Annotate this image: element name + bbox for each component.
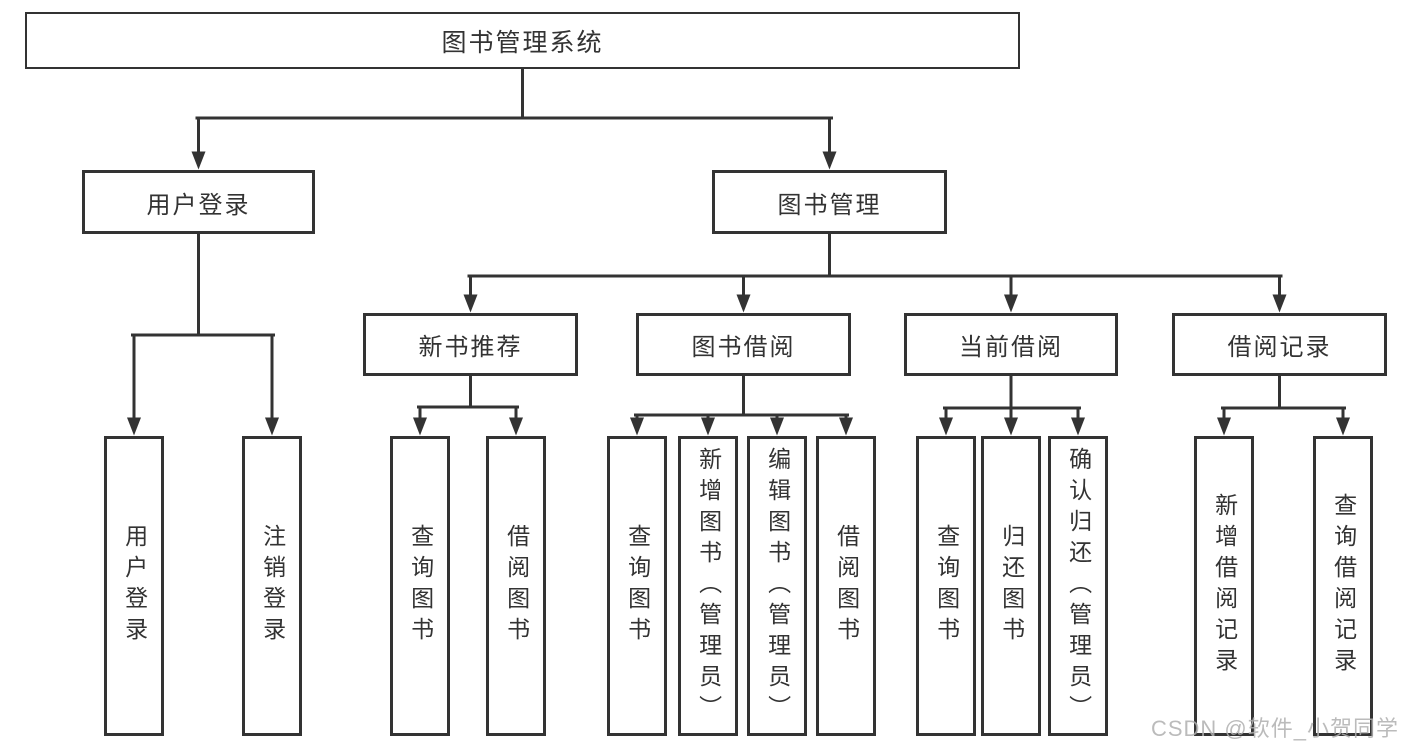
- leaf-edit-book-admin: 编辑图书（管理员）: [747, 436, 807, 736]
- watermark: CSDN @软件_小贺同学: [1150, 716, 1399, 741]
- node-label: 新书推荐: [418, 334, 523, 361]
- leaf-label: 新增图书（管理员）: [695, 446, 722, 726]
- node-label: 图书管理系统: [441, 28, 604, 57]
- leaf-query-books-recommend: 查询图书: [390, 436, 450, 736]
- node-borrowing-records: 借阅记录: [1172, 313, 1387, 376]
- leaf-query-books-current: 查询图书: [916, 436, 976, 736]
- leaf-label: 借阅图书: [503, 524, 530, 648]
- leaf-label: 归还图书: [998, 524, 1025, 648]
- leaf-label: 查询借阅记录: [1330, 493, 1357, 679]
- leaf-label: 查询图书: [407, 524, 434, 648]
- node-library-management-system: 图书管理系统: [25, 12, 1020, 69]
- node-label: 借阅记录: [1227, 334, 1332, 361]
- leaf-return-book: 归还图书: [981, 436, 1041, 736]
- leaf-label: 查询图书: [624, 524, 651, 648]
- leaf-label: 新增借阅记录: [1211, 493, 1238, 679]
- leaf-borrow-books-recommend: 借阅图书: [486, 436, 546, 736]
- node-user-login: 用户登录: [82, 170, 315, 234]
- leaf-logout: 注销登录: [242, 436, 302, 736]
- leaf-label: 查询图书: [933, 524, 960, 648]
- leaf-query-books-borrowing: 查询图书: [607, 436, 667, 736]
- leaf-user-login: 用户登录: [104, 436, 164, 736]
- leaf-confirm-return-admin: 确认归还（管理员）: [1048, 436, 1108, 736]
- node-new-book-recommendation: 新书推荐: [363, 313, 578, 376]
- leaf-query-borrow-record: 查询借阅记录: [1313, 436, 1373, 736]
- node-book-borrowing: 图书借阅: [636, 313, 851, 376]
- leaf-add-book-admin: 新增图书（管理员）: [678, 436, 738, 736]
- node-label: 图书借阅: [691, 334, 796, 361]
- node-current-borrowing: 当前借阅: [904, 313, 1118, 376]
- node-book-management: 图书管理: [712, 170, 947, 234]
- leaf-add-borrow-record: 新增借阅记录: [1194, 436, 1254, 736]
- leaf-label: 借阅图书: [833, 524, 860, 648]
- leaf-borrow-books-borrowing: 借阅图书: [816, 436, 876, 736]
- leaf-label: 用户登录: [121, 524, 148, 648]
- leaf-label: 确认归还（管理员）: [1065, 446, 1092, 726]
- leaf-label: 注销登录: [259, 524, 286, 648]
- node-label: 图书管理: [777, 191, 882, 219]
- node-label: 用户登录: [146, 191, 251, 219]
- node-label: 当前借阅: [959, 334, 1063, 361]
- leaf-label: 编辑图书（管理员）: [764, 446, 791, 726]
